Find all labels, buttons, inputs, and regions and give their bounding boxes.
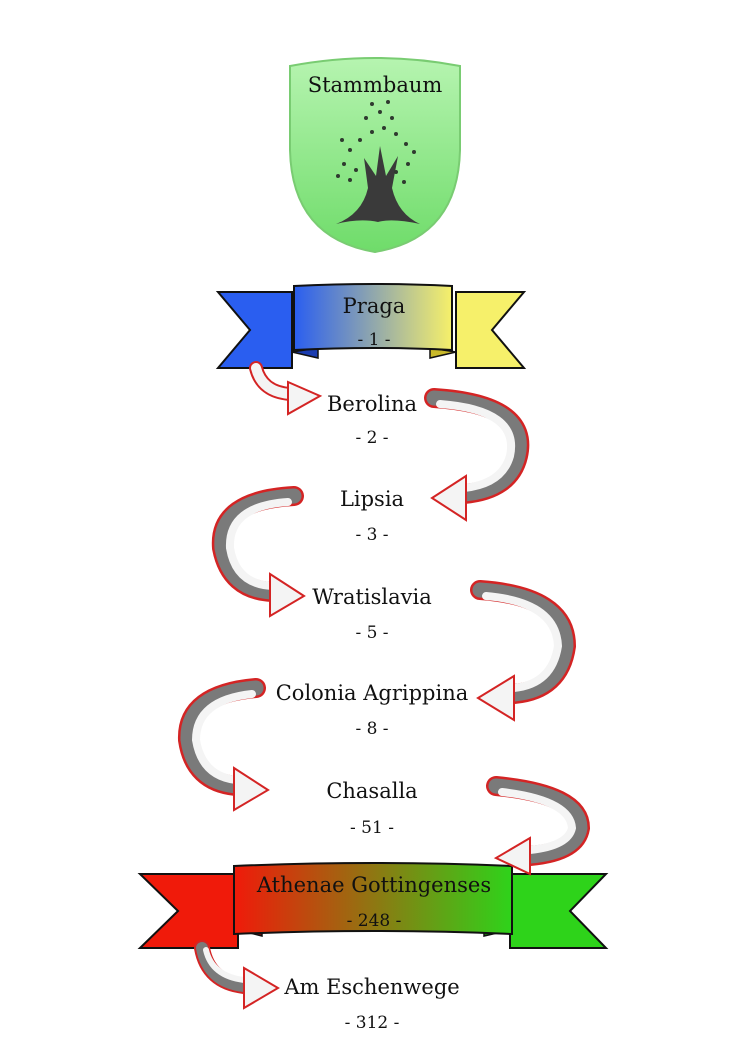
- crest-title: Stammbaum: [308, 73, 443, 97]
- node-wratislavia: Wratislavia - 5 -: [312, 585, 431, 643]
- arrow-colonia-chasalla: [178, 678, 270, 812]
- node-berolina: Berolina - 2 -: [327, 392, 417, 448]
- node-name: Berolina: [327, 392, 417, 416]
- node-lipsia: Lipsia - 3 -: [340, 487, 404, 545]
- node-athenae-gottingenses: Athenae Gottingenses - 248 -: [256, 873, 491, 931]
- node-number: - 51 -: [350, 818, 394, 838]
- node-am-eschenwege: Am Eschenwege - 312 -: [283, 975, 459, 1033]
- node-colonia-agrippina: Colonia Agrippina - 8 -: [276, 681, 469, 739]
- node-name: Chasalla: [326, 779, 417, 803]
- node-number: - 2 -: [355, 428, 388, 448]
- arrow-berolina-lipsia: [424, 388, 530, 522]
- node-number: - 8 -: [355, 719, 388, 739]
- node-number: - 248 -: [347, 911, 402, 931]
- node-name: Colonia Agrippina: [276, 681, 469, 705]
- node-number: - 312 -: [345, 1013, 400, 1033]
- praga-banner: [215, 283, 527, 369]
- node-name: Athenae Gottingenses: [256, 873, 491, 897]
- tree-icon: [336, 100, 420, 224]
- arrow-praga-berolina: [249, 361, 323, 416]
- arrow-wratislavia-colonia: [470, 580, 577, 722]
- crest-shield: Stammbaum: [289, 57, 461, 254]
- node-number: - 1 -: [357, 330, 390, 350]
- arrow-chasalla-athenae: [486, 776, 591, 876]
- arrow-lipsia-wratislavia: [211, 486, 306, 618]
- node-number: - 3 -: [355, 525, 388, 545]
- node-name: Wratislavia: [312, 585, 431, 609]
- node-chasalla: Chasalla - 51 -: [326, 779, 417, 838]
- node-name: Am Eschenwege: [283, 975, 459, 999]
- athenae-banner: [137, 862, 609, 949]
- arrow-athenae-eschenwege: [194, 940, 280, 1010]
- node-praga: Praga - 1 -: [343, 294, 406, 350]
- node-name: Lipsia: [340, 487, 404, 511]
- node-name: Praga: [343, 294, 406, 318]
- node-number: - 5 -: [355, 623, 388, 643]
